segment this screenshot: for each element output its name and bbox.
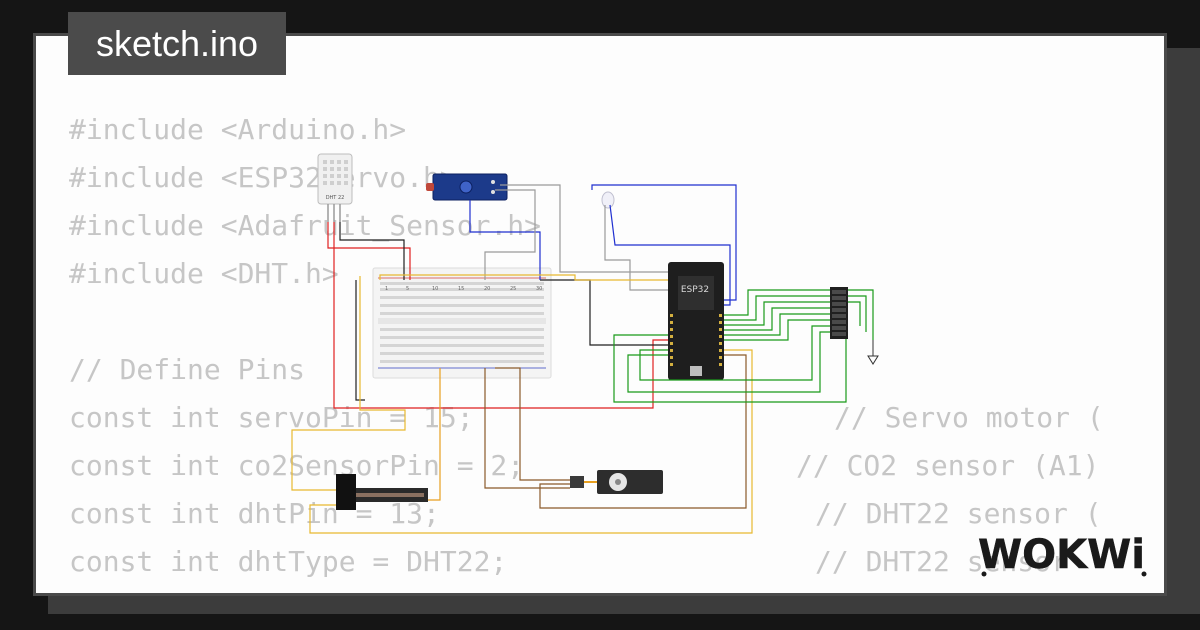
wire-black bbox=[540, 279, 668, 346]
wire-brown bbox=[484, 368, 570, 489]
wire-gray bbox=[500, 184, 668, 273]
wire-orange bbox=[428, 368, 441, 501]
preview-card: #include <Arduino.h>#include <ESP32Servo… bbox=[33, 33, 1167, 596]
wire-yellow bbox=[379, 274, 668, 281]
wire-blue bbox=[609, 204, 731, 306]
dip-switch bbox=[830, 287, 879, 365]
wire-blue bbox=[469, 200, 541, 280]
board-label: ESP32 bbox=[681, 285, 709, 295]
wire-gray bbox=[604, 205, 668, 291]
code-comment: // DHT22 sensor ( bbox=[815, 497, 1102, 530]
esp32-board: ESP32 bbox=[668, 262, 724, 380]
code-line: // Define Pins bbox=[69, 353, 306, 386]
code-line: #include <Arduino.h> bbox=[69, 113, 407, 146]
wire-brown bbox=[539, 354, 747, 509]
servo-motor bbox=[570, 470, 663, 494]
wire-green bbox=[848, 289, 874, 340]
led bbox=[601, 191, 615, 209]
wire-green bbox=[627, 331, 830, 393]
wire-blue bbox=[591, 184, 737, 301]
code-line: #include <Adafruit_Sensor.h> bbox=[69, 209, 542, 242]
file-tab[interactable]: sketch.ino bbox=[68, 12, 286, 75]
wire-green bbox=[724, 313, 830, 336]
wire-red bbox=[327, 222, 411, 280]
wire-green bbox=[613, 334, 847, 403]
wire-gray bbox=[484, 189, 536, 280]
wire-green bbox=[724, 307, 830, 331]
wire-yellow bbox=[309, 349, 753, 534]
code-line: const int dhtPin = 13; bbox=[69, 497, 440, 530]
code-line: const int dhtType = DHT22; bbox=[69, 545, 508, 578]
breadboard: 1 5 10 15 20 25 30 bbox=[372, 267, 552, 379]
code-comment: // Servo motor ( bbox=[834, 401, 1104, 434]
slide-potentiometer bbox=[336, 474, 428, 510]
wokwi-logo: WOKWi bbox=[978, 532, 1147, 578]
wire-yellow bbox=[291, 276, 406, 491]
dht-label: DHT 22 bbox=[326, 195, 345, 201]
code-line: const int servoPin = 15; bbox=[69, 401, 474, 434]
code-comment: // DHT22 sensor bbox=[815, 545, 1068, 578]
wire-green bbox=[724, 295, 830, 321]
breadboard-column-number: 15 bbox=[458, 286, 464, 292]
light-sensor-module bbox=[426, 173, 508, 201]
breadboard-column-number: 25 bbox=[510, 286, 516, 292]
wire-green bbox=[848, 295, 867, 332]
wire-green bbox=[724, 319, 830, 341]
wire-black bbox=[355, 280, 365, 401]
breadboard-column-number: 10 bbox=[432, 286, 438, 292]
breadboard-column-number: 1 bbox=[385, 286, 388, 292]
wire-green bbox=[724, 289, 830, 316]
wire-brown bbox=[495, 367, 570, 481]
breadboard-column-number: 20 bbox=[484, 286, 490, 292]
wire-green bbox=[848, 301, 861, 326]
wokwi-logo-text: WOKWi bbox=[978, 532, 1145, 578]
code-line: #include <DHT.h> bbox=[69, 257, 339, 290]
wire-green bbox=[639, 325, 830, 381]
breadboard-column-number: 5 bbox=[406, 286, 409, 292]
wire-green bbox=[724, 301, 830, 326]
wire-black bbox=[339, 222, 405, 280]
code-comment: // CO2 sensor (A1) bbox=[796, 449, 1100, 482]
wire-red bbox=[333, 222, 668, 409]
breadboard-column-number: 30 bbox=[536, 286, 542, 292]
dht22-sensor: DHT 22 bbox=[317, 153, 353, 222]
code-editor: #include <Arduino.h>#include <ESP32Servo… bbox=[69, 106, 575, 593]
